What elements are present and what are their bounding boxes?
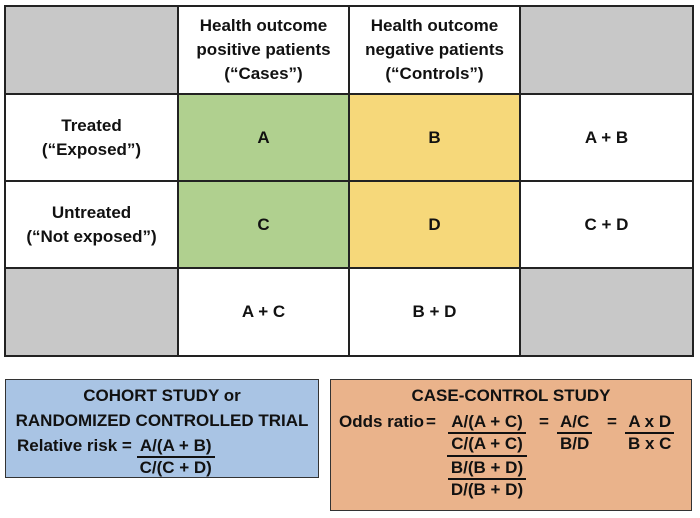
equals-sign-1: =: [426, 412, 436, 431]
cohort-title-line1: COHORT STUDY or: [83, 386, 241, 405]
compound-top-numerator: A/(A + C): [448, 412, 526, 434]
row-total-treated: A + B: [521, 95, 694, 182]
col-total-cases: A + C: [179, 269, 350, 357]
compound-bottom-numerator: B/(B + D): [447, 458, 527, 480]
row-label-treated: Treated (“Exposed”): [6, 95, 179, 182]
odds-ratio-label: Odds ratio: [339, 412, 425, 431]
relative-risk-fraction: A/(A + B) C/(C + D): [136, 436, 215, 478]
equals-sign-2: =: [539, 412, 549, 431]
row-total-untreated: C + D: [521, 182, 694, 269]
cohort-title-line2: RANDOMIZED CONTROLLED TRIAL: [15, 411, 309, 430]
corner-cell-top-left: [6, 7, 179, 95]
compound-fraction: A/(A + C) C/(A + C) B/(B + D) D/(B + D): [443, 412, 531, 500]
simple-numerator: A/C: [557, 412, 593, 434]
cell-c: C: [179, 182, 350, 269]
compound-bottom-fraction: B/(B + D) D/(B + D): [447, 458, 527, 500]
relative-risk-label: Relative risk: [17, 436, 118, 455]
two-by-two-table: Health outcome positive patients (“Cases…: [4, 5, 694, 357]
corner-cell-top-right: [521, 7, 694, 95]
cell-a: A: [179, 95, 350, 182]
simple-denominator: B/D: [560, 434, 590, 453]
simple-ratio-fraction: A/C B/D: [557, 412, 593, 454]
equals-sign-3: =: [607, 412, 617, 431]
final-ratio-fraction: A x D B x C: [625, 412, 675, 454]
simple-fraction: A/C B/D: [557, 412, 593, 454]
final-denominator: B x C: [628, 434, 672, 453]
relative-risk-denominator: C/(C + D): [139, 458, 212, 477]
corner-cell-bottom-left: [6, 269, 179, 357]
final-fraction: A x D B x C: [625, 412, 675, 454]
compound-top-denominator: C/(A + C): [451, 434, 523, 453]
final-numerator: A x D: [625, 412, 675, 434]
cell-b: B: [350, 95, 521, 182]
relative-risk-numerator: A/(A + B): [136, 436, 215, 458]
header-cases: Health outcome positive patients (“Cases…: [179, 7, 350, 95]
case-control-study-box: CASE-CONTROL STUDY Odds ratio = A/(A + C…: [330, 379, 692, 511]
cell-d: D: [350, 182, 521, 269]
row-label-untreated: Untreated (“Not exposed”): [6, 182, 179, 269]
main-fraction-bar: [447, 455, 527, 457]
case-control-title: CASE-CONTROL STUDY: [411, 386, 611, 405]
compound-top-fraction: A/(A + C) C/(A + C): [448, 412, 526, 454]
equals-sign: =: [121, 436, 132, 455]
header-controls: Health outcome negative patients (“Contr…: [350, 7, 521, 95]
col-total-controls: B + D: [350, 269, 521, 357]
compound-bottom-denominator: D/(B + D): [450, 480, 524, 499]
cohort-study-box: COHORT STUDY or RANDOMIZED CONTROLLED TR…: [5, 379, 319, 478]
corner-cell-bottom-right: [521, 269, 694, 357]
relative-risk-formula: Relative risk = A/(A + B) C/(C + D): [17, 436, 215, 478]
